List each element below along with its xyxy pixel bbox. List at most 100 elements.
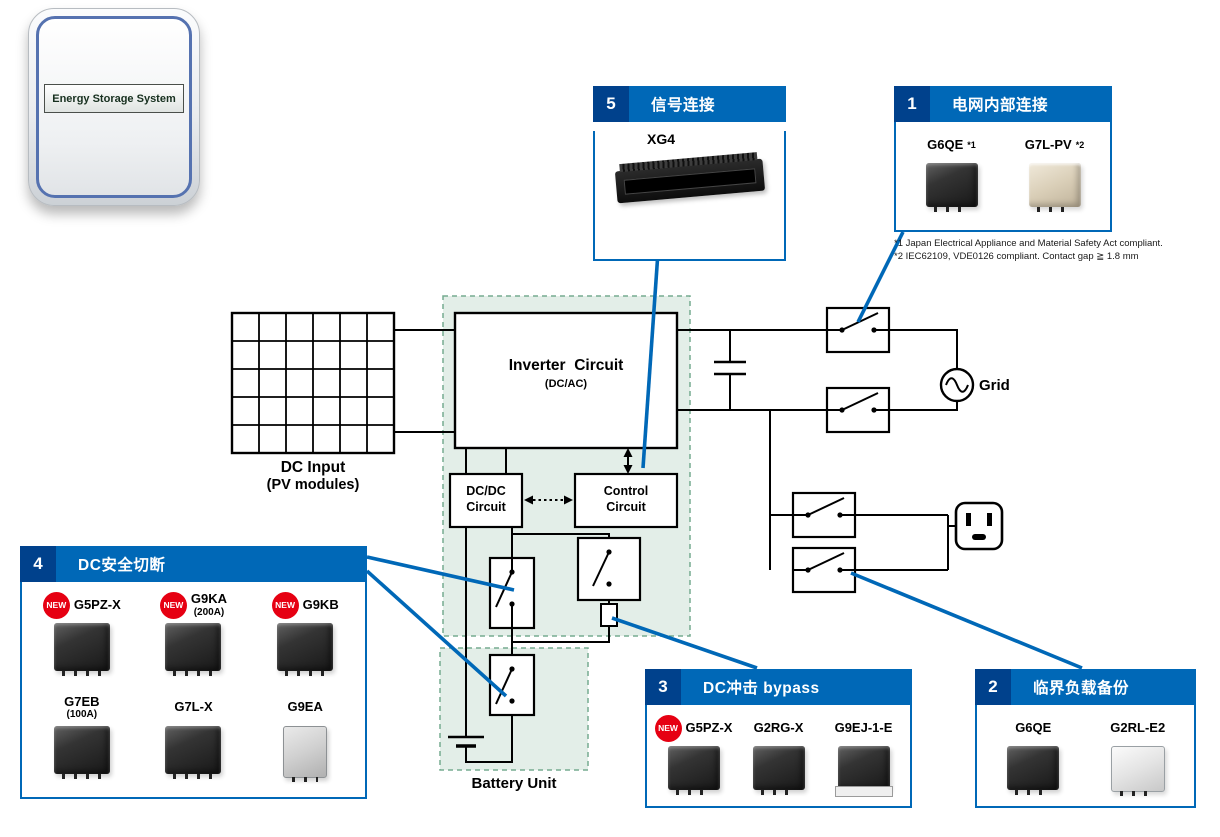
relay-image-g9ej-1-e: [834, 746, 893, 797]
callout-dc-safety-body: NEW G5PZ-X NEW G9KA (200A) NEW G: [20, 582, 367, 799]
callout-load-backup: 2 临界负载备份 G6QE G2RL-E2: [975, 669, 1196, 808]
product-g9ka: NEW G9KA (200A): [138, 588, 250, 679]
battery-unit-label: Battery Unit: [471, 775, 557, 792]
callout-number: 3: [645, 669, 681, 705]
footnotes: *1 Japan Electrical Appliance and Materi…: [894, 238, 1220, 263]
control-dcdc-arrow: [524, 495, 573, 505]
control-line2: Circuit: [606, 500, 646, 514]
control-inverter-arrow: [623, 448, 633, 474]
product-note: *1: [967, 139, 976, 150]
product-name: G9EA: [287, 699, 323, 715]
product-name: G5PZ-X: [73, 596, 121, 612]
xg4-connector-image: [614, 158, 765, 204]
switch-grid-top: [825, 306, 891, 354]
relay-image-g6qe: [1007, 746, 1060, 795]
product-g2rl-e2: G2RL-E2: [1086, 711, 1191, 796]
control-label: Control Circuit: [575, 483, 677, 515]
product-g2rg-x: G2RG-X: [736, 711, 821, 795]
battery-symbol: [448, 735, 484, 748]
capacitor-symbol: [714, 360, 746, 376]
product-g7l-x: G7L-X: [138, 691, 250, 786]
relay-image-g7l-x: [165, 725, 222, 779]
callout-load-backup-body: G6QE G2RL-E2: [975, 705, 1196, 808]
product-name: G5PZ-X: [685, 719, 733, 735]
callout-title: 电网内部连接: [952, 97, 1049, 114]
product-name: G7EB: [64, 693, 100, 709]
product-g7eb: G7EB (100A): [26, 691, 138, 786]
callout-number: 4: [20, 546, 56, 582]
new-badge: NEW: [42, 591, 70, 619]
leader-grid-internal: [856, 231, 905, 323]
product-name: G6QE: [927, 136, 964, 152]
product-name: G6QE: [1015, 719, 1052, 735]
leader-load-backup: [850, 571, 1083, 670]
callout-number: 5: [593, 86, 629, 122]
product-g6qe: G6QE: [981, 711, 1086, 796]
leader-signal: [641, 251, 660, 469]
precharge-resistor: [600, 603, 618, 627]
control-box: [573, 472, 679, 529]
callout-title: DC安全切断: [78, 557, 166, 574]
callout-dc-bypass-header: 3 DC冲击 bypass: [645, 669, 912, 705]
inverter-sub: (DC/AC): [544, 378, 588, 390]
new-badge: NEW: [159, 591, 187, 619]
product-name: G9KA: [190, 591, 228, 607]
leader-dc-safety-1: [366, 555, 515, 592]
product-note: *2: [1075, 139, 1085, 150]
callout-leader-lines: [365, 231, 1083, 698]
product-name: G9EJ-1-E: [834, 719, 893, 735]
product-g5pz-x: NEW G5PZ-X: [26, 588, 138, 679]
dc-input-title: DC Input: [280, 459, 346, 476]
callout-grid-internal-header: 1 电网内部连接: [894, 86, 1112, 122]
product-name: G2RL-E2: [1110, 719, 1166, 735]
ess-nameplate: Energy Storage System: [44, 84, 184, 113]
switch-bypass: [576, 536, 642, 627]
switch-dc-safety-upper: [488, 556, 536, 630]
callout-dc-bypass-body: NEW G5PZ-X G2RG-X G9EJ-1-E: [645, 705, 912, 808]
relay-image-g6qe: [925, 163, 978, 212]
product-sub: (100A): [66, 709, 98, 721]
product-g7l-pv: G7L-PV*2: [1003, 128, 1106, 220]
dcdc-line1: DC/DC: [466, 484, 506, 498]
footnote-1: *1 Japan Electrical Appliance and Materi…: [894, 238, 1163, 249]
callout-number: 1: [894, 86, 930, 122]
leader-dc-bypass: [611, 616, 758, 670]
footnote-2: *2 IEC62109, VDE0126 compliant. Contact …: [894, 250, 1139, 262]
product-name: G7L-PV: [1024, 136, 1072, 152]
ess-product-image: Energy Storage System: [28, 8, 200, 206]
callout-number: 2: [975, 669, 1011, 705]
dcdc-line2: Circuit: [466, 500, 506, 514]
relay-image-g2rl-e2: [1110, 746, 1165, 796]
grid-source-symbol: [939, 367, 975, 403]
product-g5pz-x: NEW G5PZ-X: [651, 711, 736, 795]
product-name: G9KB: [302, 596, 339, 612]
relay-image-g7eb: [53, 725, 110, 779]
relay-image-g7l-pv: [1028, 163, 1081, 212]
relay-image-g5pz-x: [53, 623, 110, 676]
switch-battery: [488, 653, 536, 717]
callout-dc-safety: 4 DC安全切断 NEW G5PZ-X NEW G9KA (200A): [20, 546, 367, 799]
switch-load-top: [791, 491, 857, 539]
relay-image-g9ka: [165, 623, 222, 676]
outlet-symbol: [954, 501, 1004, 551]
callout-signal-header: 5 信号连接: [593, 86, 786, 122]
dc-input-label: DC Input (PV modules): [213, 459, 413, 493]
product-g9ej-1-e: G9EJ-1-E: [821, 711, 906, 797]
callout-dc-bypass: 3 DC冲击 bypass NEW G5PZ-X G2RG-X G9EJ-1-E: [645, 669, 912, 808]
callout-load-backup-header: 2 临界负载备份: [975, 669, 1196, 705]
switch-grid-bottom: [825, 386, 891, 434]
relay-image-g5pz-x: [667, 746, 720, 795]
product-g9kb: NEW G9KB: [249, 588, 361, 679]
control-line1: Control: [603, 484, 649, 498]
new-badge: NEW: [654, 714, 682, 742]
leader-dc-safety-2: [365, 569, 508, 698]
callout-grid-internal-body: G6QE*1 G7L-PV*2: [894, 122, 1112, 232]
product-g9ea: G9EA: [249, 691, 361, 786]
callout-signal-body: XG4: [593, 131, 786, 261]
inverter-box: [453, 311, 679, 450]
dc-input-sub: (PV modules): [266, 477, 360, 493]
circuit-wires: [394, 329, 958, 763]
callout-title: DC冲击 bypass: [703, 680, 820, 697]
